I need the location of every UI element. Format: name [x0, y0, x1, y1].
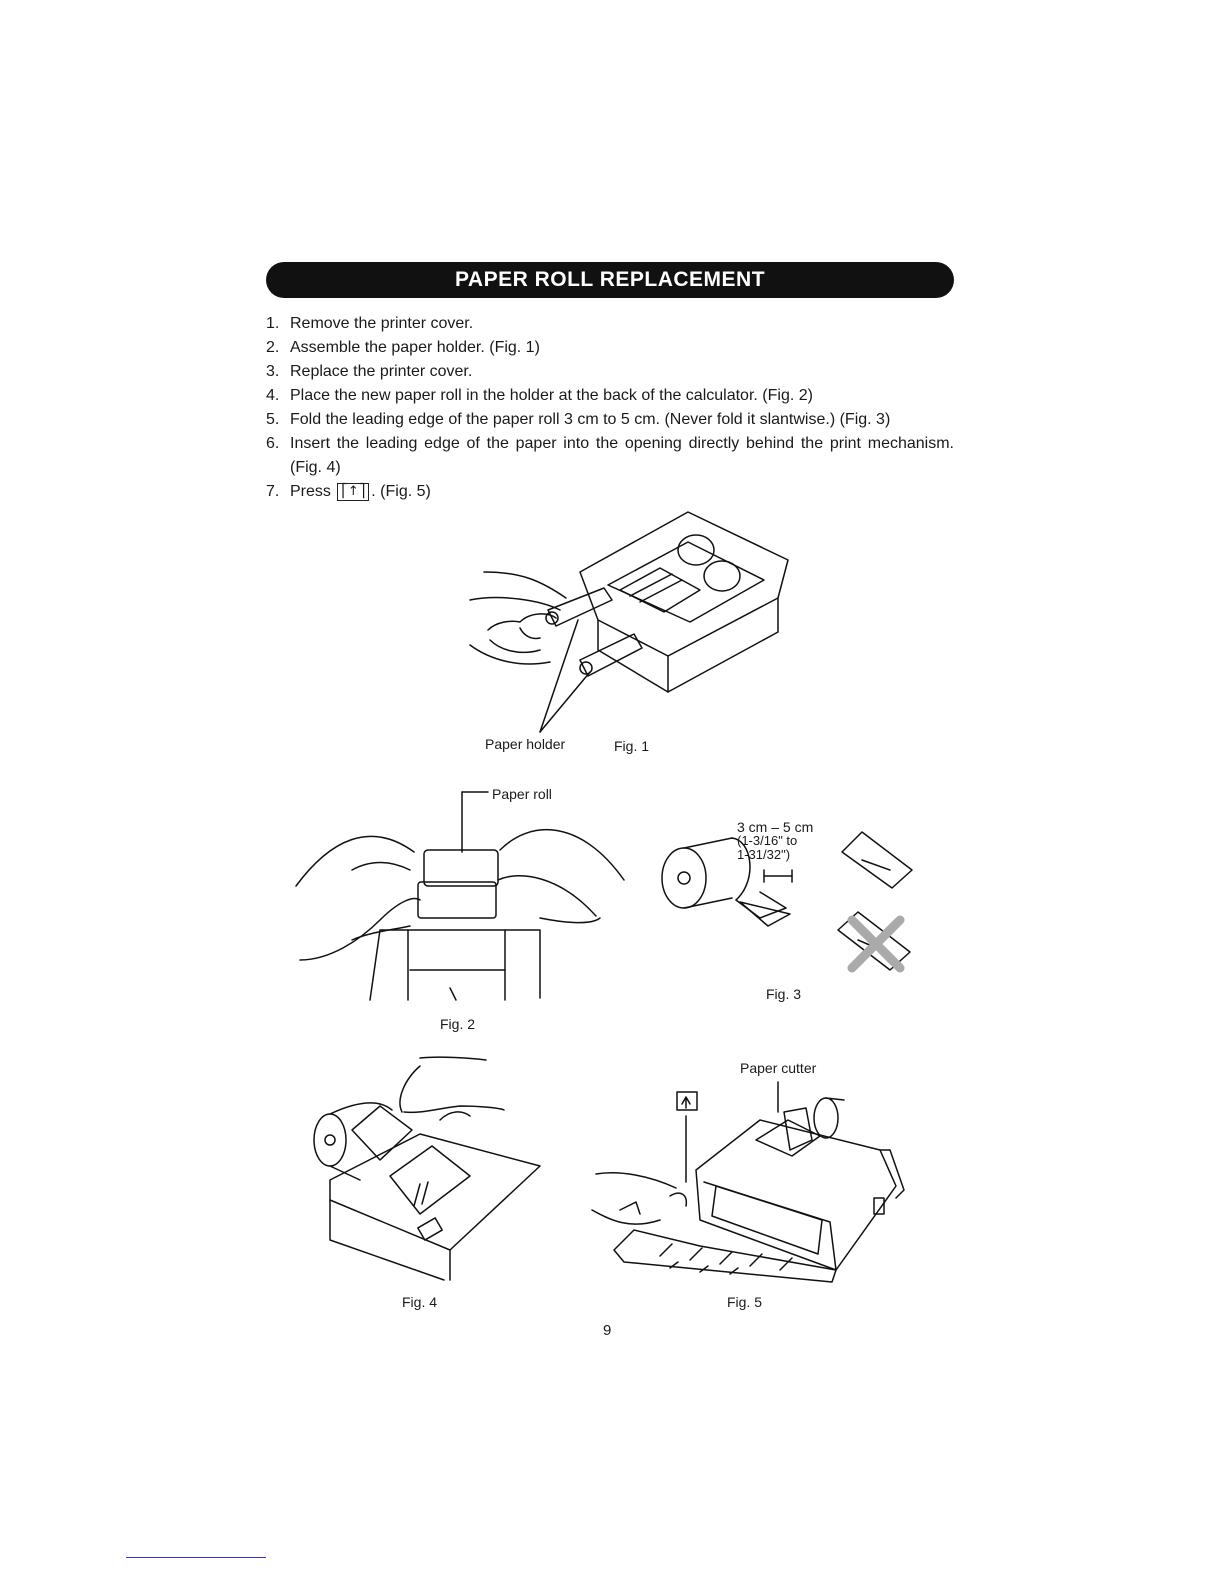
fig3-measure-line2: (1-3/16" to	[737, 833, 798, 848]
fig1-paper-holder-label: Paper holder	[485, 736, 566, 752]
step-text: Fold the leading edge of the paper roll …	[290, 411, 891, 428]
step-text: Press ⎡↑⎤. (Fig. 5)	[290, 480, 954, 504]
fig5-paper-cutter-label: Paper cutter	[740, 1060, 817, 1076]
fig3-measure-line1: 3 cm – 5 cm	[737, 819, 814, 835]
step-text: Insert the leading edge of the paper int…	[290, 435, 954, 476]
section-title: PAPER ROLL REPLACEMENT	[454, 268, 766, 291]
fig3-caption: Fig. 3	[766, 986, 802, 1002]
step-text: Replace the printer cover.	[290, 363, 473, 380]
fig2-caption: Fig. 2	[440, 1016, 476, 1032]
step-text: Place the new paper roll in the holder a…	[290, 387, 813, 404]
fig4-caption: Fig. 4	[402, 1294, 438, 1310]
section-banner: PAPER ROLL REPLACEMENT	[266, 262, 954, 298]
step-number: 4.	[266, 387, 280, 404]
step-5: 5. Fold the leading edge of the paper rol…	[266, 408, 954, 432]
fig3-measure-line3: 1-31/32")	[737, 847, 791, 862]
step-2: 2. Assemble the paper holder. (Fig. 1)	[266, 336, 954, 360]
step-4: 4. Place the new paper roll in the holder…	[266, 384, 954, 408]
instruction-list: 1. Remove the printer cover. 2. Assemble t…	[266, 312, 954, 504]
step-1: 1. Remove the printer cover.	[266, 312, 954, 336]
step-text-before: Press	[290, 483, 331, 500]
fig2-paper-roll-label: Paper roll	[492, 786, 552, 802]
step-7: 7. Press ⎡↑⎤. (Fig. 5)	[266, 480, 954, 504]
page-number: 9	[603, 1322, 612, 1339]
step-text-after: . (Fig. 5)	[371, 483, 431, 500]
fig5-caption: Fig. 5	[727, 1294, 763, 1310]
fig3-measurement-label: 3 cm – 5 cm (1-3/16" to 1-31/32")	[737, 820, 813, 862]
step-number: 1.	[266, 315, 280, 332]
step-number: 2.	[266, 339, 280, 356]
paper-feed-key-symbol: ↑	[347, 484, 359, 499]
step-text: Assemble the paper holder. (Fig. 1)	[290, 339, 540, 356]
footer-divider	[126, 1557, 266, 1558]
step-number: 3.	[266, 363, 280, 380]
step-3: 3. Replace the printer cover.	[266, 360, 954, 384]
step-number: 7.	[266, 483, 280, 500]
step-number: 6.	[266, 435, 280, 452]
step-text: Remove the printer cover.	[290, 315, 474, 332]
step-6: 6. Insert the leading edge of the paper i…	[266, 432, 954, 480]
paper-feed-key-icon: ⎡↑⎤	[337, 483, 370, 501]
fig1-caption: Fig. 1	[614, 738, 650, 754]
step-number: 5.	[266, 411, 280, 428]
